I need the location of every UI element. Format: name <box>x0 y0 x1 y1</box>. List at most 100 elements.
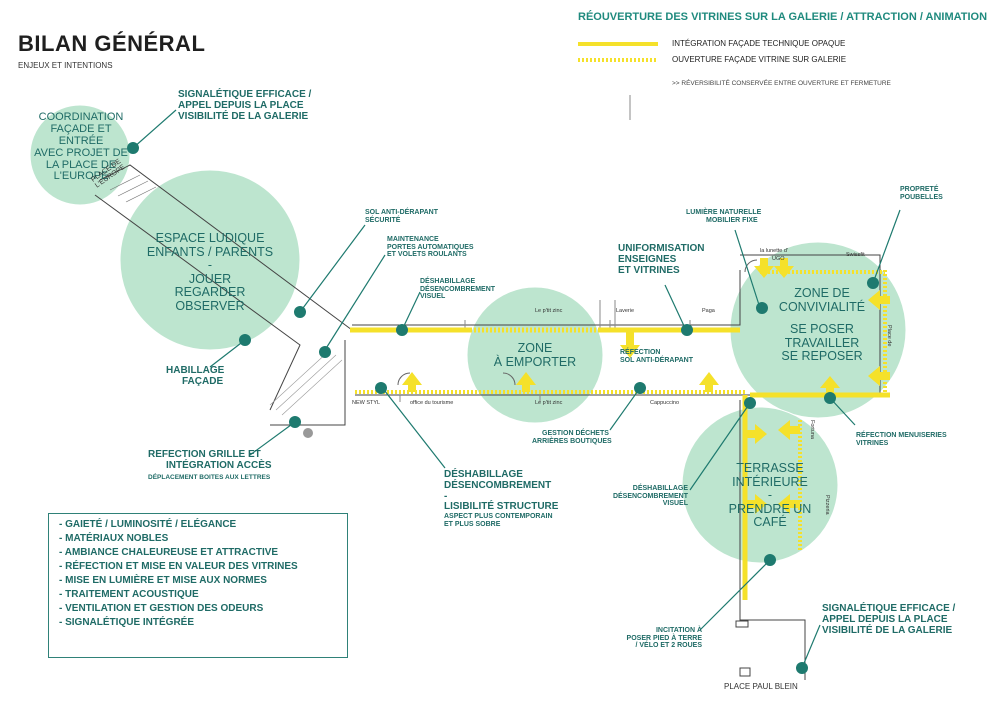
leader-signaletique-top <box>132 109 177 149</box>
gallery-diagonal-wall-a <box>99 164 353 331</box>
arrow-up-left <box>402 372 422 392</box>
terrace-outline <box>739 400 806 680</box>
goal-item: - AMBIANCE CHALEUREUSE ET ATTRACTIVE <box>59 546 279 558</box>
dot-signaletique-bottom <box>796 662 808 674</box>
leader-deshab-right <box>689 402 751 491</box>
page-subtitle: ENJEUX ET INTENTIONS <box>18 61 113 70</box>
plan-label-ugo: UGO <box>772 256 785 262</box>
plan-label-ptit-zinc-top: Le p'tit zinc <box>535 308 563 314</box>
plan-label-new-style: NEW STYL <box>352 400 381 406</box>
zone-circle-ludique <box>119 169 301 351</box>
door-marker-place <box>739 667 751 677</box>
dot-maintenance <box>319 346 331 358</box>
leader-lumiere <box>734 229 761 309</box>
arrow-down-zone <box>620 330 640 358</box>
dot-refection-grille <box>289 416 301 428</box>
plan-label-lunette: la lunette d' <box>760 248 788 254</box>
plan-label-laverie: Laverie <box>616 308 635 314</box>
plan-label-swissfit: Swissfit <box>846 252 865 258</box>
legend-dashed-label: OUVERTURE FAÇADE VITRINE SUR GALERIE <box>672 55 847 64</box>
plan-label-office: office du tourisme <box>410 400 454 406</box>
ramp-lines <box>269 349 343 416</box>
plan-label-cappuccino: Cappuccino <box>650 400 680 406</box>
door-swing-left <box>397 372 411 386</box>
gallery-entrance-hatch <box>109 174 157 203</box>
goal-item: - VENTILATION ET GESTION DES ODEURS <box>59 602 264 614</box>
leader-proprete <box>872 209 901 284</box>
goal-item: - RÉFECTION ET MISE EN VALEUR DES VITRIN… <box>59 560 298 572</box>
annotation-signaletique-bottom: SIGNALÉTIQUE EFFICACE /APPEL DEPUIS LA P… <box>822 603 956 636</box>
door-swing-right <box>502 372 516 386</box>
leader-uniformisation <box>664 284 686 329</box>
plan-label-place-de: Place de <box>886 325 892 347</box>
dot-deshab-visuel <box>396 324 408 336</box>
leader-incitation <box>699 559 771 631</box>
dot-grey <box>303 428 313 438</box>
dot-signaletique-top <box>127 142 139 154</box>
leader-refection-grille <box>249 421 296 456</box>
dot-lumiere <box>756 302 768 314</box>
plan-label-place-paul-blein: PLACE PAUL BLEIN <box>724 682 798 691</box>
dot-deshab-mid <box>375 382 387 394</box>
dot-incitation <box>764 554 776 566</box>
marker-dots <box>127 142 879 674</box>
goal-item: - GAIETÉ / LUMINOSITÉ / ELÉGANCE <box>59 519 237 530</box>
leader-maintenance <box>324 254 386 351</box>
goal-item: - SIGNALÉTIQUE INTÉGRÉE <box>59 616 195 628</box>
arrow-up-mid <box>516 372 536 392</box>
arrow-down-conviv-a <box>754 258 774 278</box>
leader-lines <box>132 109 901 669</box>
plan-label-paga: Paga <box>702 308 715 314</box>
arrow-left-right-top <box>868 290 890 310</box>
arrow-down-conviv-b <box>774 258 794 278</box>
zone-circle-emporter <box>466 286 604 424</box>
dot-proprete <box>867 277 879 289</box>
arrow-right-terrace-b <box>745 494 767 514</box>
arrow-up-right <box>699 372 719 392</box>
dot-deshab-right <box>744 397 756 409</box>
arrow-left-right-bottom <box>868 366 890 386</box>
gallery-diagonal-wall-b <box>94 194 301 411</box>
leader-signaletique-bottom <box>801 624 821 669</box>
leader-gestion <box>609 387 641 431</box>
shop-ticks <box>399 95 631 402</box>
dot-habillage <box>239 334 251 346</box>
main-corridor-top <box>352 270 741 326</box>
goal-item: - MISE EN LUMIÈRE ET MISE AUX NORMES <box>59 574 267 586</box>
leader-habillage <box>209 339 246 368</box>
dot-sol <box>294 306 306 318</box>
leader-sol <box>299 224 366 313</box>
goal-item: - TRAITEMENT ACOUSTIQUE <box>59 588 199 600</box>
legend-solid-label: INTÉGRATION FAÇADE TECHNIQUE OPAQUE <box>672 39 846 48</box>
arrows <box>402 258 890 514</box>
arrow-left-terrace-a <box>778 420 800 440</box>
plan-label-ptit-zinc-bottom: Le p'tit zinc <box>535 400 563 406</box>
dot-gestion <box>634 382 646 394</box>
goals-box: - GAIETÉ / LUMINOSITÉ / ELÉGANCE - MATÉR… <box>48 513 348 658</box>
arrow-up-terrace <box>820 376 840 395</box>
dot-uniformisation <box>681 324 693 336</box>
leader-deshab-mid <box>380 385 446 469</box>
legend-note: >> RÉVERSIBILITÉ CONSERVÉE ENTRE OUVERTU… <box>672 80 891 87</box>
goal-item: - MATÉRIAUX NOBLES <box>59 532 169 544</box>
legend-heading: RÉOUVERTURE DES VITRINES SUR LA GALERIE … <box>578 11 988 23</box>
arrow-left-terrace-b <box>778 494 800 514</box>
leader-deshab-visuel <box>401 291 421 331</box>
gallery-bottom-left-wall <box>270 340 346 426</box>
